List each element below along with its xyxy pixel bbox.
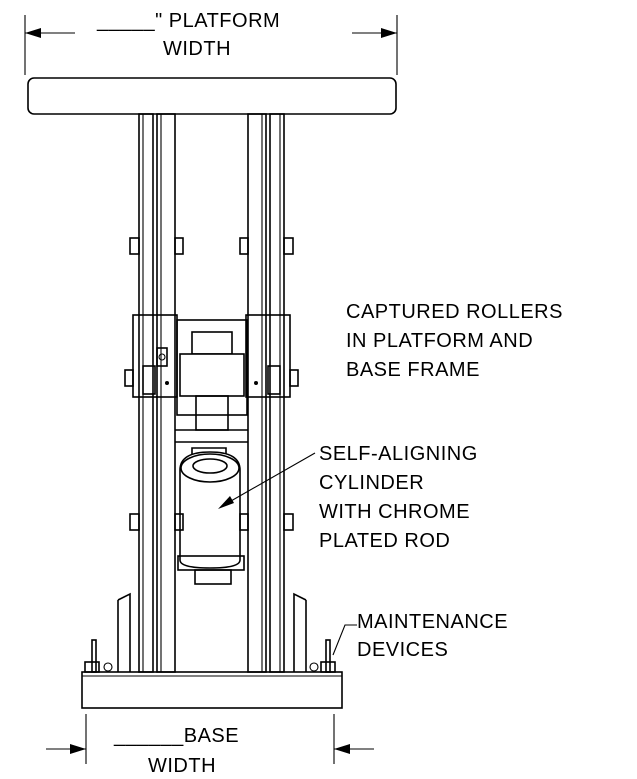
platform-top xyxy=(27,77,397,115)
platform-width-dimension: _____" PLATFORM WIDTH xyxy=(24,10,398,75)
platform-width-label-line1: _____" PLATFORM xyxy=(96,10,280,32)
cylinder xyxy=(177,447,245,571)
roller-housing xyxy=(124,314,299,431)
base-housing xyxy=(117,569,307,672)
cylinder-line4: PLATED ROD xyxy=(319,530,450,552)
base-width-label-line2: WIDTH xyxy=(148,755,216,777)
captured-rollers-line1: CAPTURED ROLLERS xyxy=(346,301,563,323)
base-width-dimension: ______BASE WIDTH xyxy=(46,714,374,777)
captured-rollers-line2: IN PLATFORM AND xyxy=(346,330,533,352)
cylinder-line2: CYLINDER xyxy=(319,472,424,494)
captured-rollers-line3: BASE FRAME xyxy=(346,359,480,381)
cylinder-line1: SELF-ALIGNING xyxy=(319,443,478,465)
maintenance-line1: MAINTENANCE xyxy=(357,611,508,633)
maintenance-devices xyxy=(84,639,336,673)
maintenance-leader xyxy=(332,624,357,656)
lower-bolts xyxy=(129,513,294,531)
upper-bolts xyxy=(129,237,294,255)
base-frame xyxy=(81,671,343,709)
left-legs xyxy=(138,113,176,673)
cylinder-leader xyxy=(218,452,316,509)
right-legs xyxy=(247,113,285,673)
maintenance-line2: DEVICES xyxy=(357,639,448,661)
cylinder-line3: WITH CHROME xyxy=(319,501,470,523)
platform-width-label-line2: WIDTH xyxy=(163,38,231,60)
base-width-label-line1: ______BASE xyxy=(113,725,239,747)
